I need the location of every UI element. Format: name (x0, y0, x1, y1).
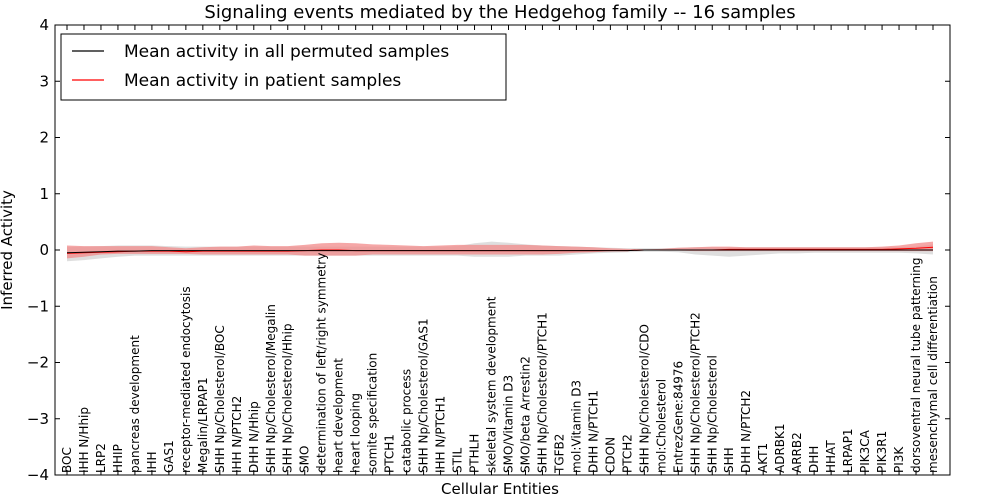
y-tick-label: 0 (39, 241, 49, 259)
x-tick-label: SMO/beta Arrestin2 (519, 356, 533, 473)
x-tick-label: LRPAP1 (841, 428, 855, 473)
x-tick-label: CDON (603, 437, 617, 473)
legend-box (60, 33, 507, 101)
x-tick-label: PIK3CA (858, 429, 872, 473)
x-tick-label: DHH N/PTCH1 (586, 390, 600, 473)
chart-title: Signaling events mediated by the Hedgeho… (204, 2, 795, 23)
y-tick-label: −3 (27, 410, 49, 428)
x-tick-label: receptor-mediated endocytosis (179, 286, 193, 473)
y-tick-label: 1 (39, 185, 49, 203)
x-tick-label: PTCH1 (383, 434, 397, 473)
x-tick-label: catabolic process (400, 369, 414, 473)
x-tick-label: IHH N/PTCH2 (230, 396, 244, 473)
x-tick-label: SHH Np/Cholesterol/PTCH2 (688, 312, 702, 473)
x-tick-label: determination of left/right symmetry (315, 253, 329, 473)
x-tick-label: Megalin/LRPAP1 (196, 377, 210, 473)
x-tick-label: BOC (60, 447, 74, 473)
x-tick-label: mol:Cholesterol (654, 379, 668, 473)
x-tick-label: AKT1 (756, 443, 770, 473)
y-tick-label: −4 (27, 466, 49, 484)
x-tick-label: HHAT (824, 440, 838, 473)
x-tick-label: skeletal system development (485, 296, 499, 473)
x-tick-label: heart looping (349, 393, 363, 473)
x-tick-label: GAS1 (162, 440, 176, 473)
x-tick-label: SHH Np/Cholesterol/PTCH1 (536, 312, 550, 473)
x-tick-label: somite specification (366, 353, 380, 473)
x-tick-label: SHH Np/Cholesterol/CDO (637, 324, 651, 473)
x-tick-label: ARRB2 (790, 432, 804, 473)
x-axis-label: Cellular Entities (441, 480, 559, 498)
x-tick-label: SMO/Vitamin D3 (502, 375, 516, 473)
x-tick-label: LRP2 (94, 443, 108, 473)
x-tick-label: PTHLH (468, 434, 482, 473)
x-tick-label: DHH (807, 446, 821, 473)
legend: Mean activity in all permuted samplesMea… (60, 33, 507, 101)
x-tick-label: EntrezGene:84976 (671, 361, 685, 473)
x-tick-label: SMO (298, 446, 312, 473)
x-tick-label: IHH (145, 451, 159, 473)
x-tick-label: PI3K (892, 446, 906, 473)
legend-label: Mean activity in patient samples (124, 71, 401, 91)
x-tick-label: IHH N/Hhip (77, 407, 91, 473)
x-tick-label: ADRBK1 (773, 423, 787, 473)
x-tick-label: IHH N/PTCH1 (434, 396, 448, 473)
legend-label: Mean activity in all permuted samples (124, 42, 449, 62)
x-tick-label: DHH N/PTCH2 (739, 390, 753, 473)
x-tick-label: PTCH2 (620, 434, 634, 473)
y-axis-label: Inferred Activity (0, 190, 16, 310)
x-tick-label: TGFB2 (552, 434, 566, 474)
x-tick-label: STIL (451, 448, 465, 473)
y-tick-label: −2 (27, 354, 49, 372)
permuted-series-line (66, 249, 933, 254)
x-tick-label: SHH Np/Cholesterol/BOC (213, 325, 227, 473)
x-tick-label: HHIP (111, 444, 125, 473)
x-tick-label: SHH Np/Cholesterol/GAS1 (417, 318, 431, 473)
x-tick-label: SHH Np/Cholesterol/Megalin (264, 304, 278, 473)
x-tick-label: PIK3R1 (875, 431, 889, 473)
y-tick-label: 2 (39, 129, 49, 147)
x-tick-label: SHH Np/Cholesterol/Hhip (281, 324, 295, 473)
x-tick-label: SHH Np/Cholesterol (705, 355, 719, 473)
y-tick-label: 3 (39, 72, 49, 90)
x-tick-label: SHH (722, 447, 736, 473)
x-tick-label: mol:Vitamin D3 (569, 380, 583, 473)
x-tick-label: DHH N/Hhip (247, 401, 261, 473)
x-tick-label: dorsoventral neural tube patterning (909, 257, 923, 473)
patient-band (67, 241, 933, 259)
x-tick-label: heart development (332, 358, 346, 473)
y-tick-label: −1 (27, 297, 49, 315)
x-tick-label: mesenchymal cell differentiation (926, 276, 940, 473)
x-tick-label: pancreas development (128, 335, 142, 473)
y-tick-label: 4 (39, 16, 49, 34)
